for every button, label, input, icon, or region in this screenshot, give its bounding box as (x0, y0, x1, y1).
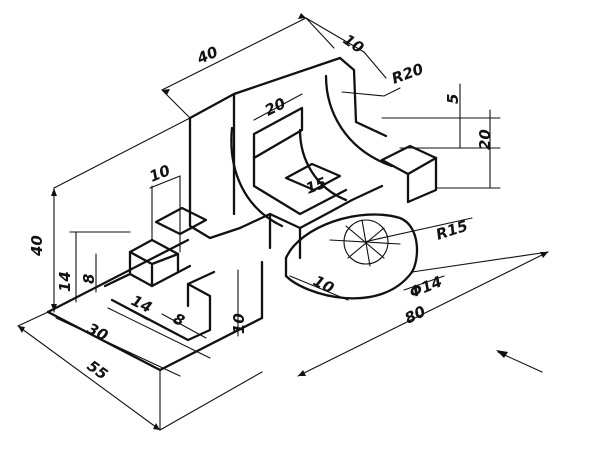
dim-r20: R20 (389, 60, 426, 88)
dimension-lines (17, 17, 549, 431)
dimension-arrowheads (18, 13, 548, 430)
dim-height-40: 40 (28, 235, 46, 257)
dim-5: 5 (444, 94, 462, 104)
dim-15: 15 (303, 174, 329, 198)
dim-top-40: 40 (193, 43, 220, 68)
dim-phi14: Φ14 (407, 272, 445, 301)
dim-front-10: 10 (230, 313, 248, 334)
dim-30: 30 (84, 319, 111, 344)
dim-slot-20: 20 (262, 94, 289, 119)
dim-left-8: 8 (80, 274, 98, 284)
dim-80: 80 (402, 302, 429, 327)
dim-right-20: 20 (476, 129, 494, 150)
dim-block-10: 10 (147, 161, 173, 186)
dim-left-14: 14 (56, 271, 74, 292)
object-outline (46, 56, 438, 372)
dim-top-10: 10 (340, 30, 367, 57)
dim-r15: R15 (434, 217, 470, 244)
dim-55: 55 (84, 357, 111, 384)
view-direction-arrow-icon (496, 350, 543, 373)
dim-front-14: 14 (128, 291, 155, 316)
